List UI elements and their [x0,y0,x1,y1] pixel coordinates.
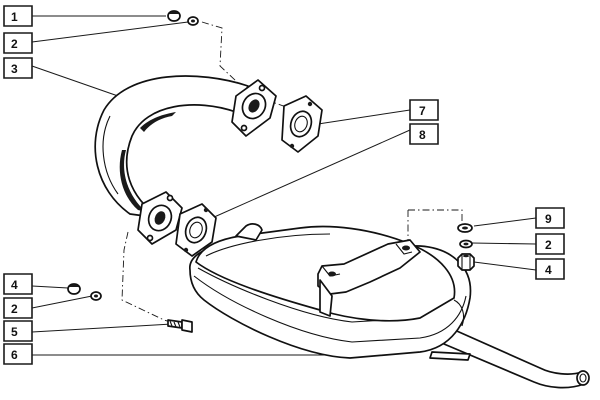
callout-2-top: 2 [3,21,189,54]
washer-right-mid [459,239,473,249]
callout-5: 5 [3,320,173,342]
svg-text:2: 2 [11,302,18,316]
callout-8: 8 [211,123,439,219]
nut-top [167,10,181,22]
callout-7: 7 [317,99,439,125]
washer-left [90,291,102,301]
washer-top [187,16,199,26]
svg-text:4: 4 [545,263,552,277]
svg-text:2: 2 [11,37,18,51]
svg-text:8: 8 [419,128,426,142]
washer-right-top [457,223,473,233]
nut-left [67,283,81,295]
muffler [189,223,590,389]
svg-text:2: 2 [545,238,552,252]
callout-9: 9 [473,207,565,229]
svg-text:4: 4 [11,278,18,292]
svg-text:7: 7 [419,104,426,118]
gasket-upper [281,95,323,153]
pipe-flange-lower [137,191,183,245]
callout-2-left: 2 [3,295,93,319]
callout-4-right: 4 [473,258,565,280]
callout-1: 1 [3,5,166,27]
callout-4-left: 4 [3,273,69,295]
bolt [167,319,193,333]
exhaust-pipe [94,75,249,219]
svg-text:9: 9 [545,212,552,226]
svg-text:3: 3 [11,62,18,76]
svg-text:1: 1 [11,10,18,24]
svg-text:5: 5 [11,325,18,339]
gasket-lower [175,203,217,257]
svg-text:6: 6 [11,348,18,362]
callout-6: 6 [3,343,330,365]
callout-2-right: 2 [471,233,565,255]
callout-3: 3 [3,57,119,97]
nut-right [457,253,475,271]
pipe-flange-upper [231,79,277,137]
